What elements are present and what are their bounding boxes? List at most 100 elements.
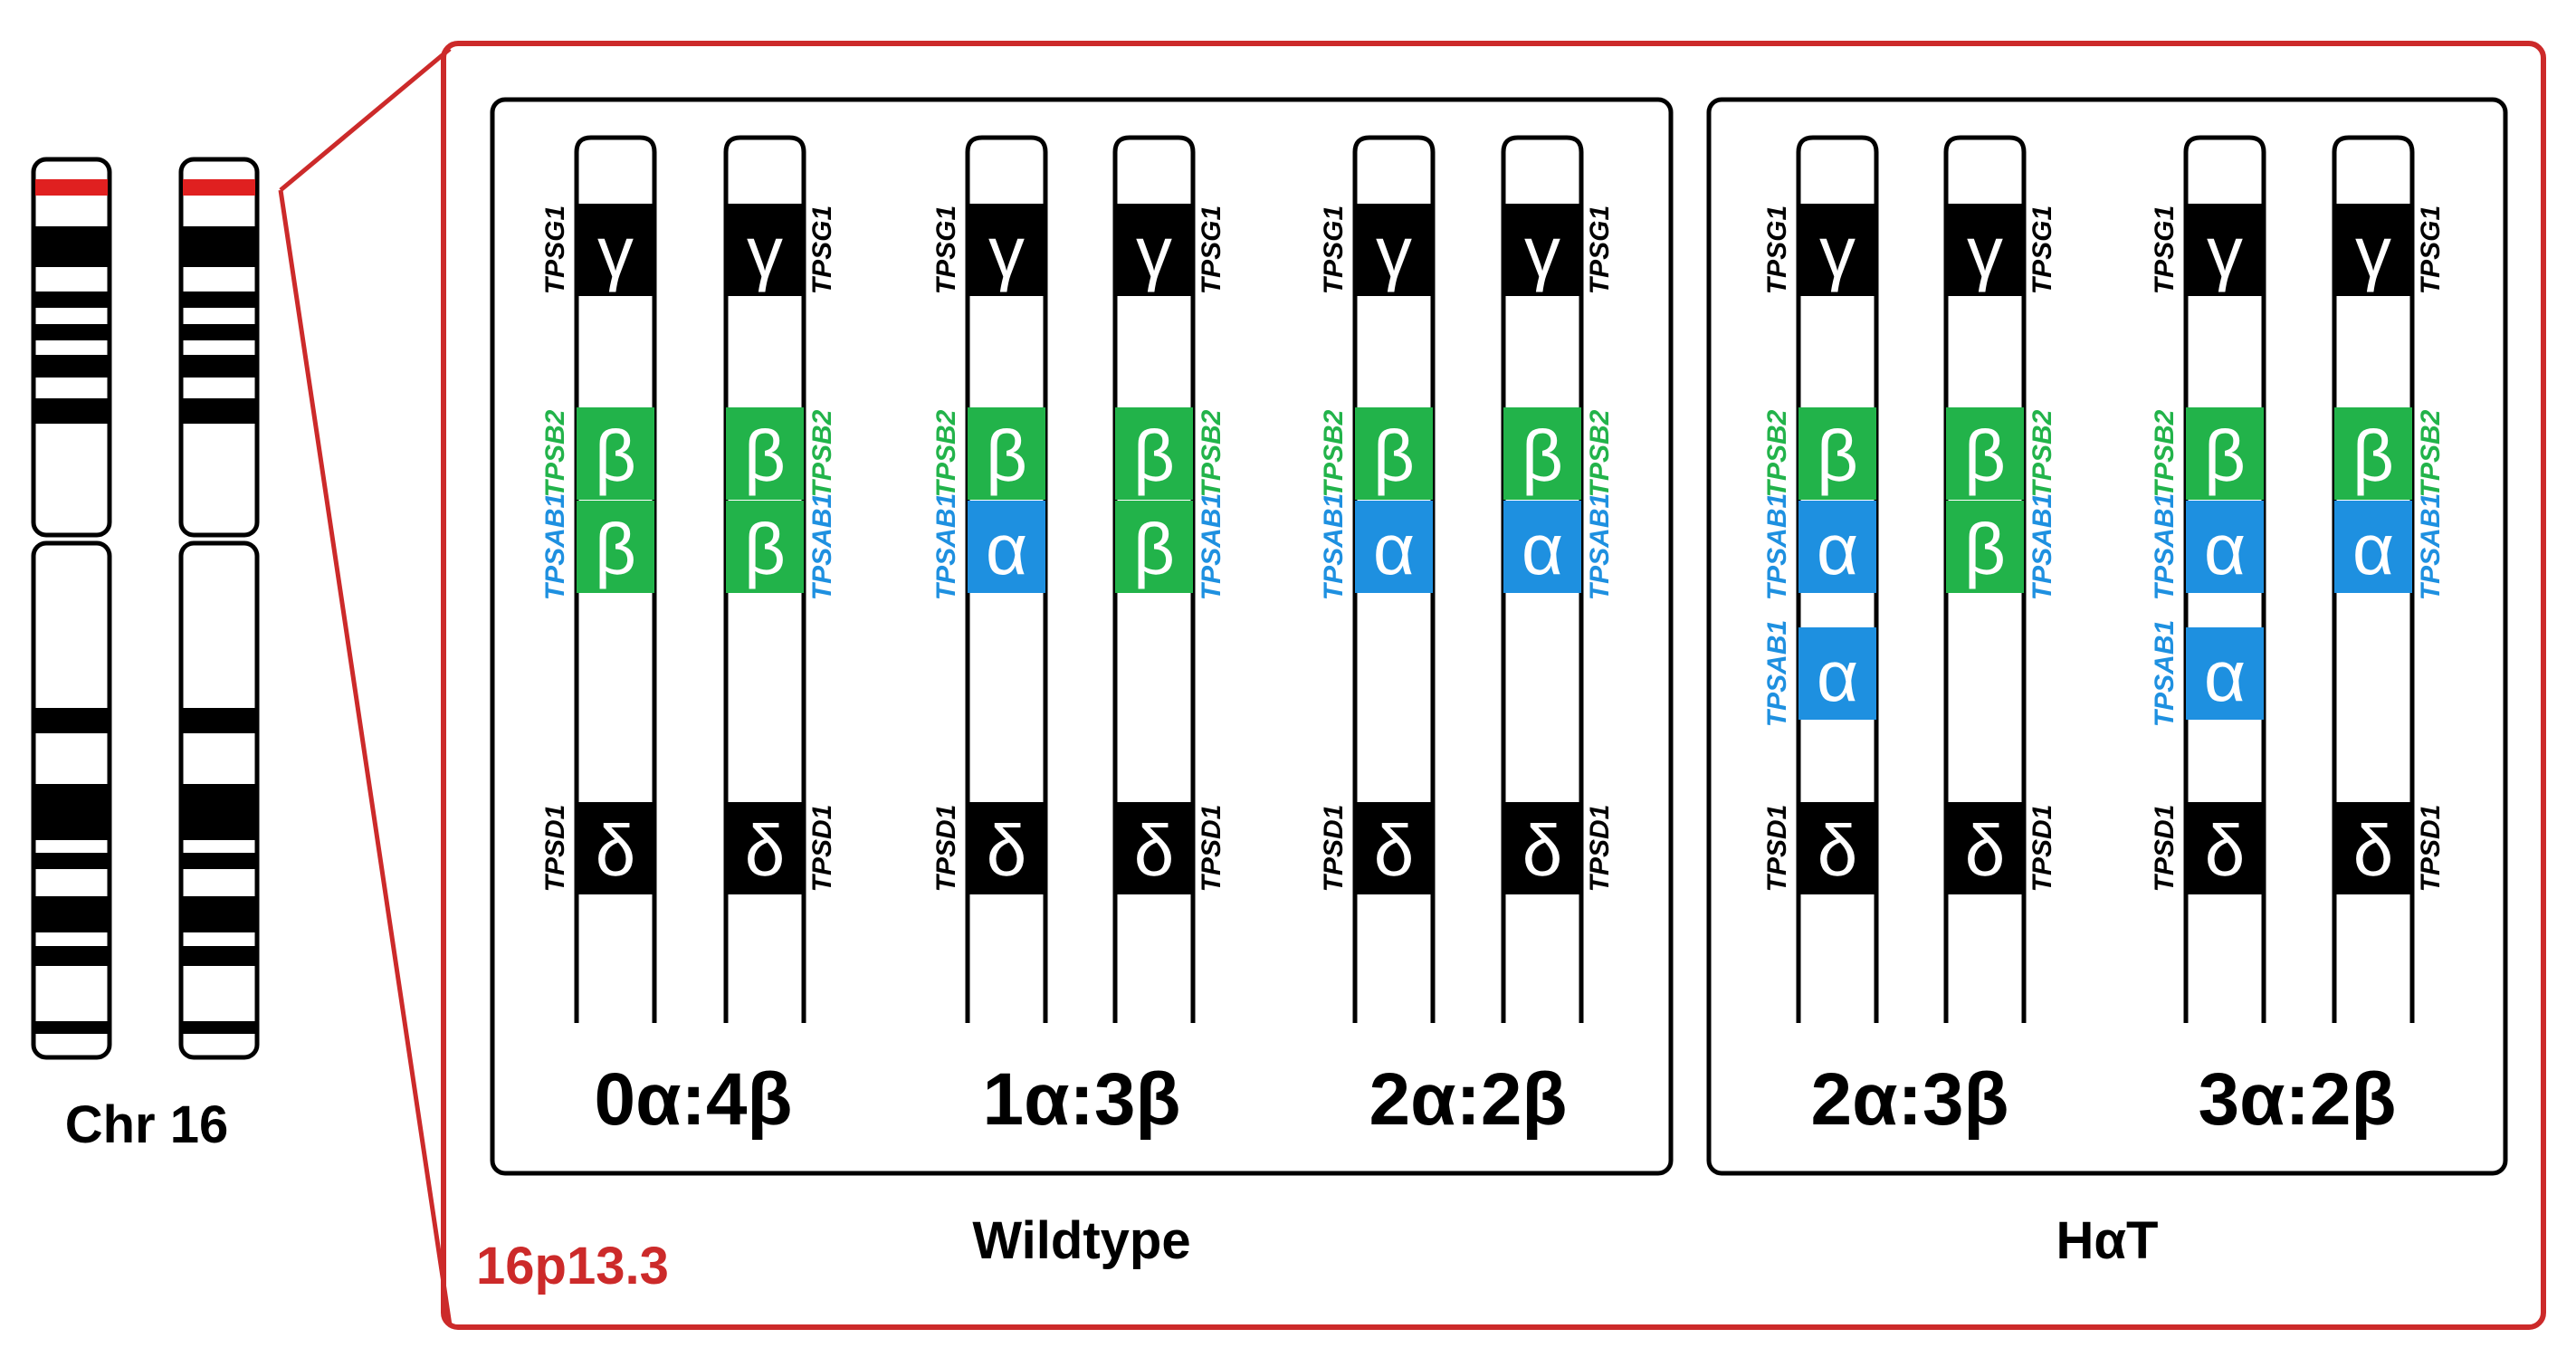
chromosome-band [35,946,108,966]
chromosome-band [183,1021,255,1034]
chromosome-band [183,398,255,424]
genotype-ratio-label: 2α:3β [1811,1058,2009,1141]
gene-label-tpsd1: TPSD1 [1319,805,1349,893]
beta-gene-box [1946,407,2024,500]
chromosome-outline [574,135,657,1023]
gene-label-tpsg1: TPSG1 [1585,206,1615,294]
chromosome-band [35,355,108,378]
group-label-hat: HαT [2056,1211,2159,1270]
gene-label-tpsb2: TPSB2 [807,409,837,497]
chromosome-band [35,226,108,267]
chromosome-band [183,226,255,267]
gamma-gene-box [1115,204,1193,296]
delta-symbol: δ [987,810,1027,891]
beta-gene-box [577,407,654,500]
gamma-gene-box [1798,204,1876,296]
region-highlight-band [35,179,108,196]
gene-label-tpsab1: TPSAB1 [2150,493,2180,600]
gene-label-tpsb2: TPSB2 [2416,409,2446,497]
gene-label-tpsd1: TPSD1 [2416,805,2446,893]
wildtype-group-box [490,97,1674,1176]
chromosome-band [183,946,255,966]
beta-symbol: β [1964,509,2006,589]
gamma-symbol: γ [988,212,1025,292]
chromosome-band [35,324,108,340]
alpha-gene-box [1798,501,1876,593]
gamma-symbol: γ [747,212,783,292]
beta-symbol: β [1133,416,1175,496]
gene-label-tpsd1: TPSD1 [1762,805,1792,893]
beta-gene-box [577,501,654,593]
chromosome-outline [723,135,806,1023]
chromosome-band [183,784,255,804]
gene-label-tpsd1: TPSD1 [931,805,961,893]
beta-gene-box [1115,407,1193,500]
gene-label-tpsab1: TPSAB1 [1197,493,1226,600]
delta-gene-box [1503,802,1581,894]
region-label: 16p13.3 [476,1237,669,1295]
zoom-line [278,189,453,1326]
delta-gene-box [1946,802,2024,894]
beta-symbol: β [744,416,786,496]
alpha-symbol: α [1817,636,1858,716]
gamma-symbol: γ [1524,212,1560,292]
alpha-symbol: α [1522,509,1563,589]
gene-label-tpsg1: TPSG1 [931,206,961,294]
delta-gene-box [968,802,1045,894]
gene-label-tpsd1: TPSD1 [2150,805,2180,893]
chromosome-band [35,804,108,840]
chromosome-band [35,398,108,424]
beta-symbol: β [1373,416,1415,496]
alpha-symbol: α [1817,509,1858,589]
beta-symbol: β [1964,416,2006,496]
gamma-gene-box [1503,204,1581,296]
beta-symbol: β [2204,416,2246,496]
gene-label-tpsab1: TPSAB1 [807,493,837,600]
chromosome-p-arm [178,157,260,538]
chromosome-16-ideograms: Chr 16 [31,157,260,1154]
delta-symbol: δ [2205,810,2246,891]
gene-label-tpsb2: TPSB2 [1762,409,1792,497]
gamma-symbol: γ [597,212,634,292]
gene-label-tpsd1: TPSD1 [807,805,837,893]
region-frame [441,41,2546,1330]
gene-label-tpsb2: TPSB2 [1585,409,1615,497]
alpha-gene-box [1503,501,1581,593]
gamma-gene-box [726,204,804,296]
beta-symbol: β [986,416,1027,496]
gamma-symbol: γ [1136,212,1172,292]
gene-label-tpsg1: TPSG1 [1762,206,1792,294]
beta-gene-box [726,407,804,500]
gene-label-tpsab1: TPSAB1 [2027,493,2057,600]
delta-symbol: δ [1818,810,1858,891]
beta-gene-box [1503,407,1581,500]
alpha-gene-box [968,501,1045,593]
beta-symbol: β [1522,416,1563,496]
delta-gene-box [2186,802,2264,894]
genotype-ratio-label: 3α:2β [2199,1058,2397,1141]
zoom-line [279,47,452,192]
alpha-symbol: α [2204,636,2246,716]
gene-label-tpsg1: TPSG1 [1197,206,1226,294]
gamma-gene-box [2186,204,2264,296]
hat-group-box [1706,97,2508,1176]
chromosome-band [183,896,255,932]
chromosome-band [35,784,108,804]
chromosome-outline [1943,135,2027,1023]
gamma-symbol: γ [2207,212,2243,292]
beta-symbol: β [744,509,786,589]
gene-label-tpsab1: TPSAB1 [1762,493,1792,600]
alpha-gene-box [2334,501,2412,593]
chromosome-p-arm [31,157,112,538]
beta-gene-box [968,407,1045,500]
gene-label-tpsab1: TPSAB1 [1762,620,1792,727]
delta-gene-box [1355,802,1433,894]
alpha-gene-box [1798,627,1876,720]
